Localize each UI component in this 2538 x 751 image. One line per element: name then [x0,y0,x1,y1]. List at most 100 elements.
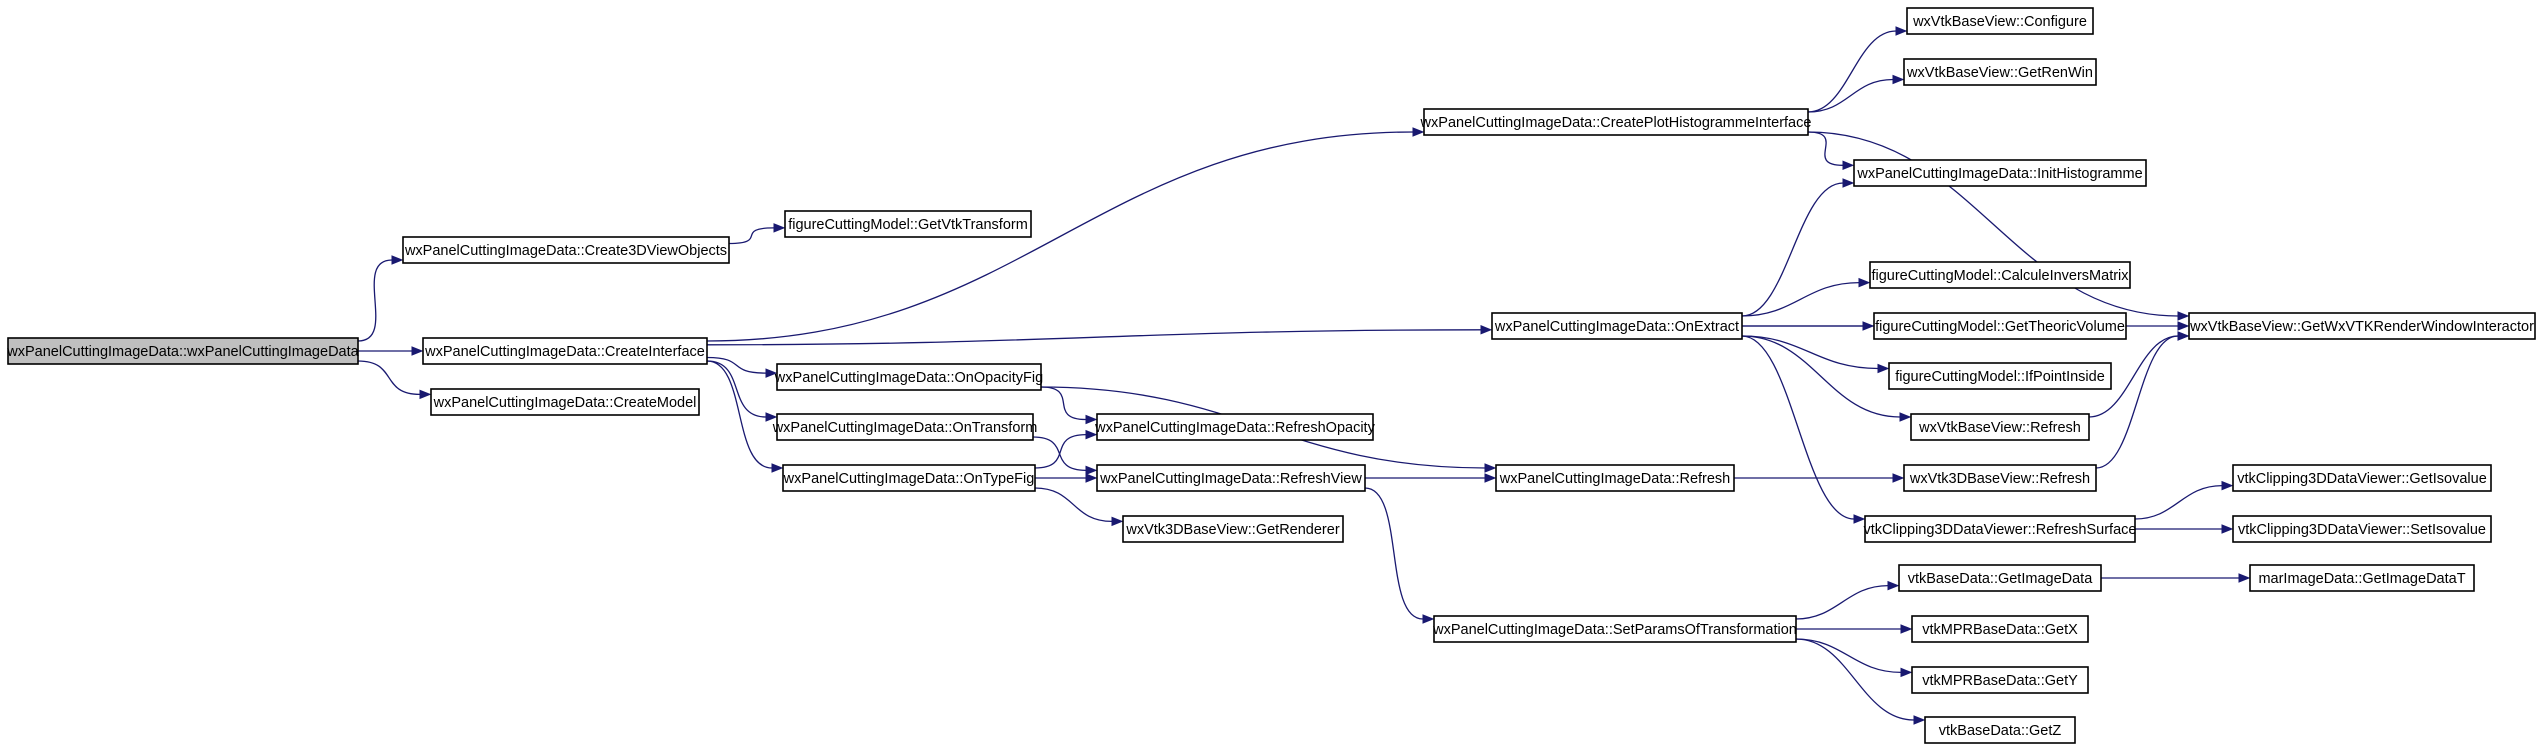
node-getinteractor[interactable]: wxVtkBaseView::GetWxVTKRenderWindowInter… [2188,312,2536,340]
node-ifpointinside[interactable]: figureCuttingModel::IfPointInside [1888,362,2112,390]
edge-refreshview-to-setparams [1364,487,1435,624]
edge-line [706,329,1482,346]
node-label: wxVtk3DBaseView::GetRenderer [1125,522,1339,538]
call-edges [357,26,2251,725]
node-calculeinvers[interactable]: figureCuttingModel::CalculeInversMatrix [1869,261,2131,289]
edge-line [1807,131,2179,317]
node-refresh[interactable]: wxPanelCuttingImageData::Refresh [1495,464,1735,492]
arrowhead-icon [1887,580,1900,591]
node-createmodel[interactable]: wxPanelCuttingImageData::CreateModel [430,388,700,416]
edge-onextract-to-inithisto [1741,178,1855,317]
node-box [1903,464,2097,492]
arrowhead-icon [1085,473,1098,483]
arrowhead-icon [1862,321,1875,331]
arrowhead-icon [773,223,786,233]
node-refreshsurface[interactable]: vtkClipping3DDataViewer::RefreshSurface [1864,515,2137,543]
node-label: vtkMPRBaseData::GetY [1922,673,2078,689]
arrowhead-icon [411,346,424,356]
node-gettheoric[interactable]: figureCuttingModel::GetTheoricVolume [1873,312,2127,340]
arrowhead-icon [2238,573,2251,583]
edge-line [706,360,767,418]
node-label: wxPanelCuttingImageData::Create3DViewObj… [404,243,727,259]
node-createinterface[interactable]: wxPanelCuttingImageData::CreateInterface [422,337,708,365]
edge-root-to-createmodel [357,360,432,400]
node-getimagedatat[interactable]: marImageData::GetImageDataT [2249,564,2475,592]
node-getz[interactable]: vtkBaseData::GetZ [1924,716,2076,744]
node-label: figureCuttingModel::CalculeInversMatrix [1871,268,2129,284]
node-vtkbaserefresh[interactable]: wxVtkBaseView::Refresh [1910,413,2090,441]
node-box [1096,464,1366,492]
edge-line [1807,78,1894,113]
node-vtk3drefresh[interactable]: wxVtk3DBaseView::Refresh [1903,464,2097,492]
node-onextract[interactable]: wxPanelCuttingImageData::OnExtract [1491,312,1743,340]
node-box [1869,261,2131,289]
edge-vtk3drefresh-to-getinteractor [2095,331,2190,469]
node-box [1911,666,2089,694]
edge-line [1034,433,1087,469]
node-label: vtkClipping3DDataViewer::SetIsovalue [2238,522,2486,538]
node-root[interactable]: wxPanelCuttingImageData::wxPanelCuttingI… [6,337,360,365]
arrowhead-icon [1484,473,1497,483]
edge-root-to-create3d [357,255,404,342]
node-ontypefig[interactable]: wxPanelCuttingImageData::OnTypeFig [782,464,1036,492]
node-box [1911,615,2089,643]
node-setparams[interactable]: wxPanelCuttingImageData::SetParamsOfTran… [1432,615,1797,643]
node-getisovalue[interactable]: vtkClipping3DDataViewer::GetIsovalue [2232,464,2492,492]
arrowhead-icon [1422,614,1435,624]
node-label: vtkBaseData::GetZ [1939,723,2062,739]
edge-line [357,259,393,342]
node-inithisto[interactable]: wxPanelCuttingImageData::InitHistogramme [1853,159,2147,187]
node-label: wxVtkBaseView::Refresh [1918,420,2081,436]
node-label: marImageData::GetImageDataT [2258,571,2465,587]
arrowhead-icon [1484,463,1497,473]
node-label: wxPanelCuttingImageData::CreateModel [433,395,697,411]
edge-line [706,360,773,469]
arrowhead-icon [1892,473,1905,483]
node-refreshview[interactable]: wxPanelCuttingImageData::RefreshView [1096,464,1366,492]
node-getvtktransform[interactable]: figureCuttingModel::GetVtkTransform [784,210,1032,238]
edge-line [706,356,767,374]
node-label: wxPanelCuttingImageData::OnTransform [772,420,1038,436]
edge-onextract-to-vtkbaserefresh [1741,335,1912,422]
edge-refreshview-to-refresh [1365,473,1497,483]
node-box [1433,615,1797,643]
node-label: wxVtkBaseView::Configure [1912,14,2087,30]
node-label: figureCuttingModel::GetTheoricVolume [1875,319,2125,335]
node-gety[interactable]: vtkMPRBaseData::GetY [1911,666,2089,694]
node-box [1903,58,2097,86]
node-label: wxVtkBaseView::GetRenWin [1906,65,2093,81]
edge-line [357,360,421,396]
node-label: vtkBaseData::GetImageData [1908,571,2093,587]
edge-line [1040,386,1087,421]
node-ontransform[interactable]: wxPanelCuttingImageData::OnTransform [772,413,1038,441]
arrowhead-icon [1842,178,1855,188]
edge-create3d-to-getvtktransform [728,223,786,245]
node-label: figureCuttingModel::IfPointInside [1895,369,2105,385]
node-label: wxPanelCuttingImageData::OnOpacityFig [774,370,1043,386]
arrowhead-icon [1900,624,1913,634]
edge-line [1807,30,1897,113]
node-box [2232,515,2492,543]
node-getrenwin[interactable]: wxVtkBaseView::GetRenWin [1903,58,2097,86]
node-onopacityfig[interactable]: wxPanelCuttingImageData::OnOpacityFig [774,363,1043,391]
node-configure[interactable]: wxVtkBaseView::Configure [1906,7,2094,35]
node-box [1096,413,1374,441]
node-label: vtkClipping3DDataViewer::RefreshSurface [1864,522,2137,538]
edge-line [1795,638,1915,721]
edge-onextract-to-calculeinvers [1741,277,1871,317]
arrowhead-icon [1895,26,1908,36]
node-box [776,363,1042,391]
node-getimagedata[interactable]: vtkBaseData::GetImageData [1898,564,2102,592]
arrowhead-icon [1085,414,1098,425]
edge-line [1741,281,1860,317]
node-getrenderer[interactable]: wxVtk3DBaseView::GetRenderer [1122,515,1344,543]
node-box [782,464,1036,492]
node-create3d[interactable]: wxPanelCuttingImageData::Create3DViewObj… [402,236,730,264]
node-createplothisto[interactable]: wxPanelCuttingImageData::CreatePlotHisto… [1420,108,1812,136]
node-refreshopacity[interactable]: wxPanelCuttingImageData::RefreshOpacity [1094,413,1376,441]
node-setisovalue[interactable]: vtkClipping3DDataViewer::SetIsovalue [2232,515,2492,543]
edge-setparams-to-getimagedata [1795,580,1900,620]
node-box [402,236,730,264]
edge-createinterface-to-ontransform [706,360,778,422]
node-getx[interactable]: vtkMPRBaseData::GetX [1911,615,2089,643]
